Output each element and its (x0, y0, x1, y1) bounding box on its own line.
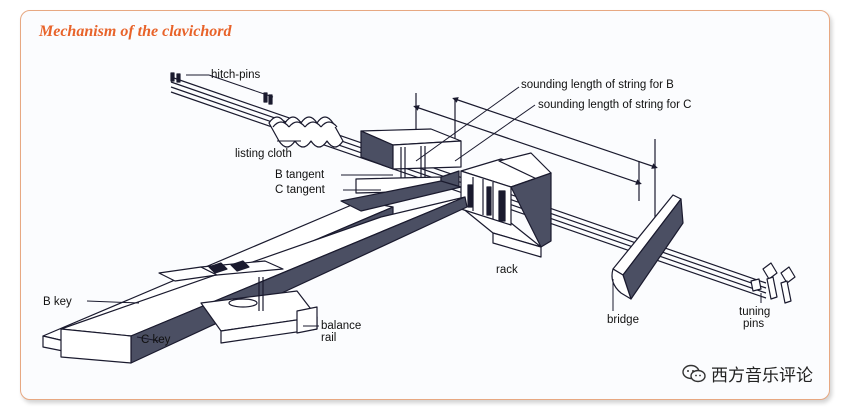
label-rack: rack (496, 264, 518, 276)
label-c-key: C key (141, 334, 171, 346)
label-hitch-pins: hitch-pins (211, 69, 260, 81)
watermark: 西方音乐评论 (682, 361, 813, 386)
label-tuning-pins-line1: tuning (739, 306, 770, 318)
leader-lines (86, 74, 762, 342)
figure-title: Mechanism of the clavichord (39, 23, 232, 40)
label-b-key: B key (43, 296, 72, 308)
hitch-pins (170, 72, 273, 105)
balance-rail (200, 277, 318, 344)
listing-cloth (268, 116, 344, 148)
wechat-icon (682, 364, 706, 382)
label-sounding-length-c: sounding length of string for C (538, 99, 691, 111)
label-balance-rail-line2: rail (321, 332, 336, 344)
label-bridge: bridge (607, 314, 639, 326)
bridge (611, 194, 684, 300)
rack (460, 152, 552, 258)
label-balance-rail-line1: balance (321, 320, 361, 332)
label-listing-cloth: listing cloth (235, 148, 292, 160)
tuning-pins (750, 262, 796, 304)
label-b-tangent: B tangent (275, 169, 325, 181)
label-tuning-pins-line2: pins (743, 318, 764, 330)
key-guide (158, 260, 284, 282)
clavichord-diagram: hitch-pins sounding length of string for… (42, 69, 796, 364)
label-sounding-length-b: sounding length of string for B (521, 79, 674, 91)
tangent-block (355, 128, 462, 194)
watermark-text: 西方音乐评论 (711, 366, 813, 386)
figure-frame: Mechanism of the clavichord (20, 10, 830, 400)
label-c-tangent: C tangent (275, 184, 326, 196)
